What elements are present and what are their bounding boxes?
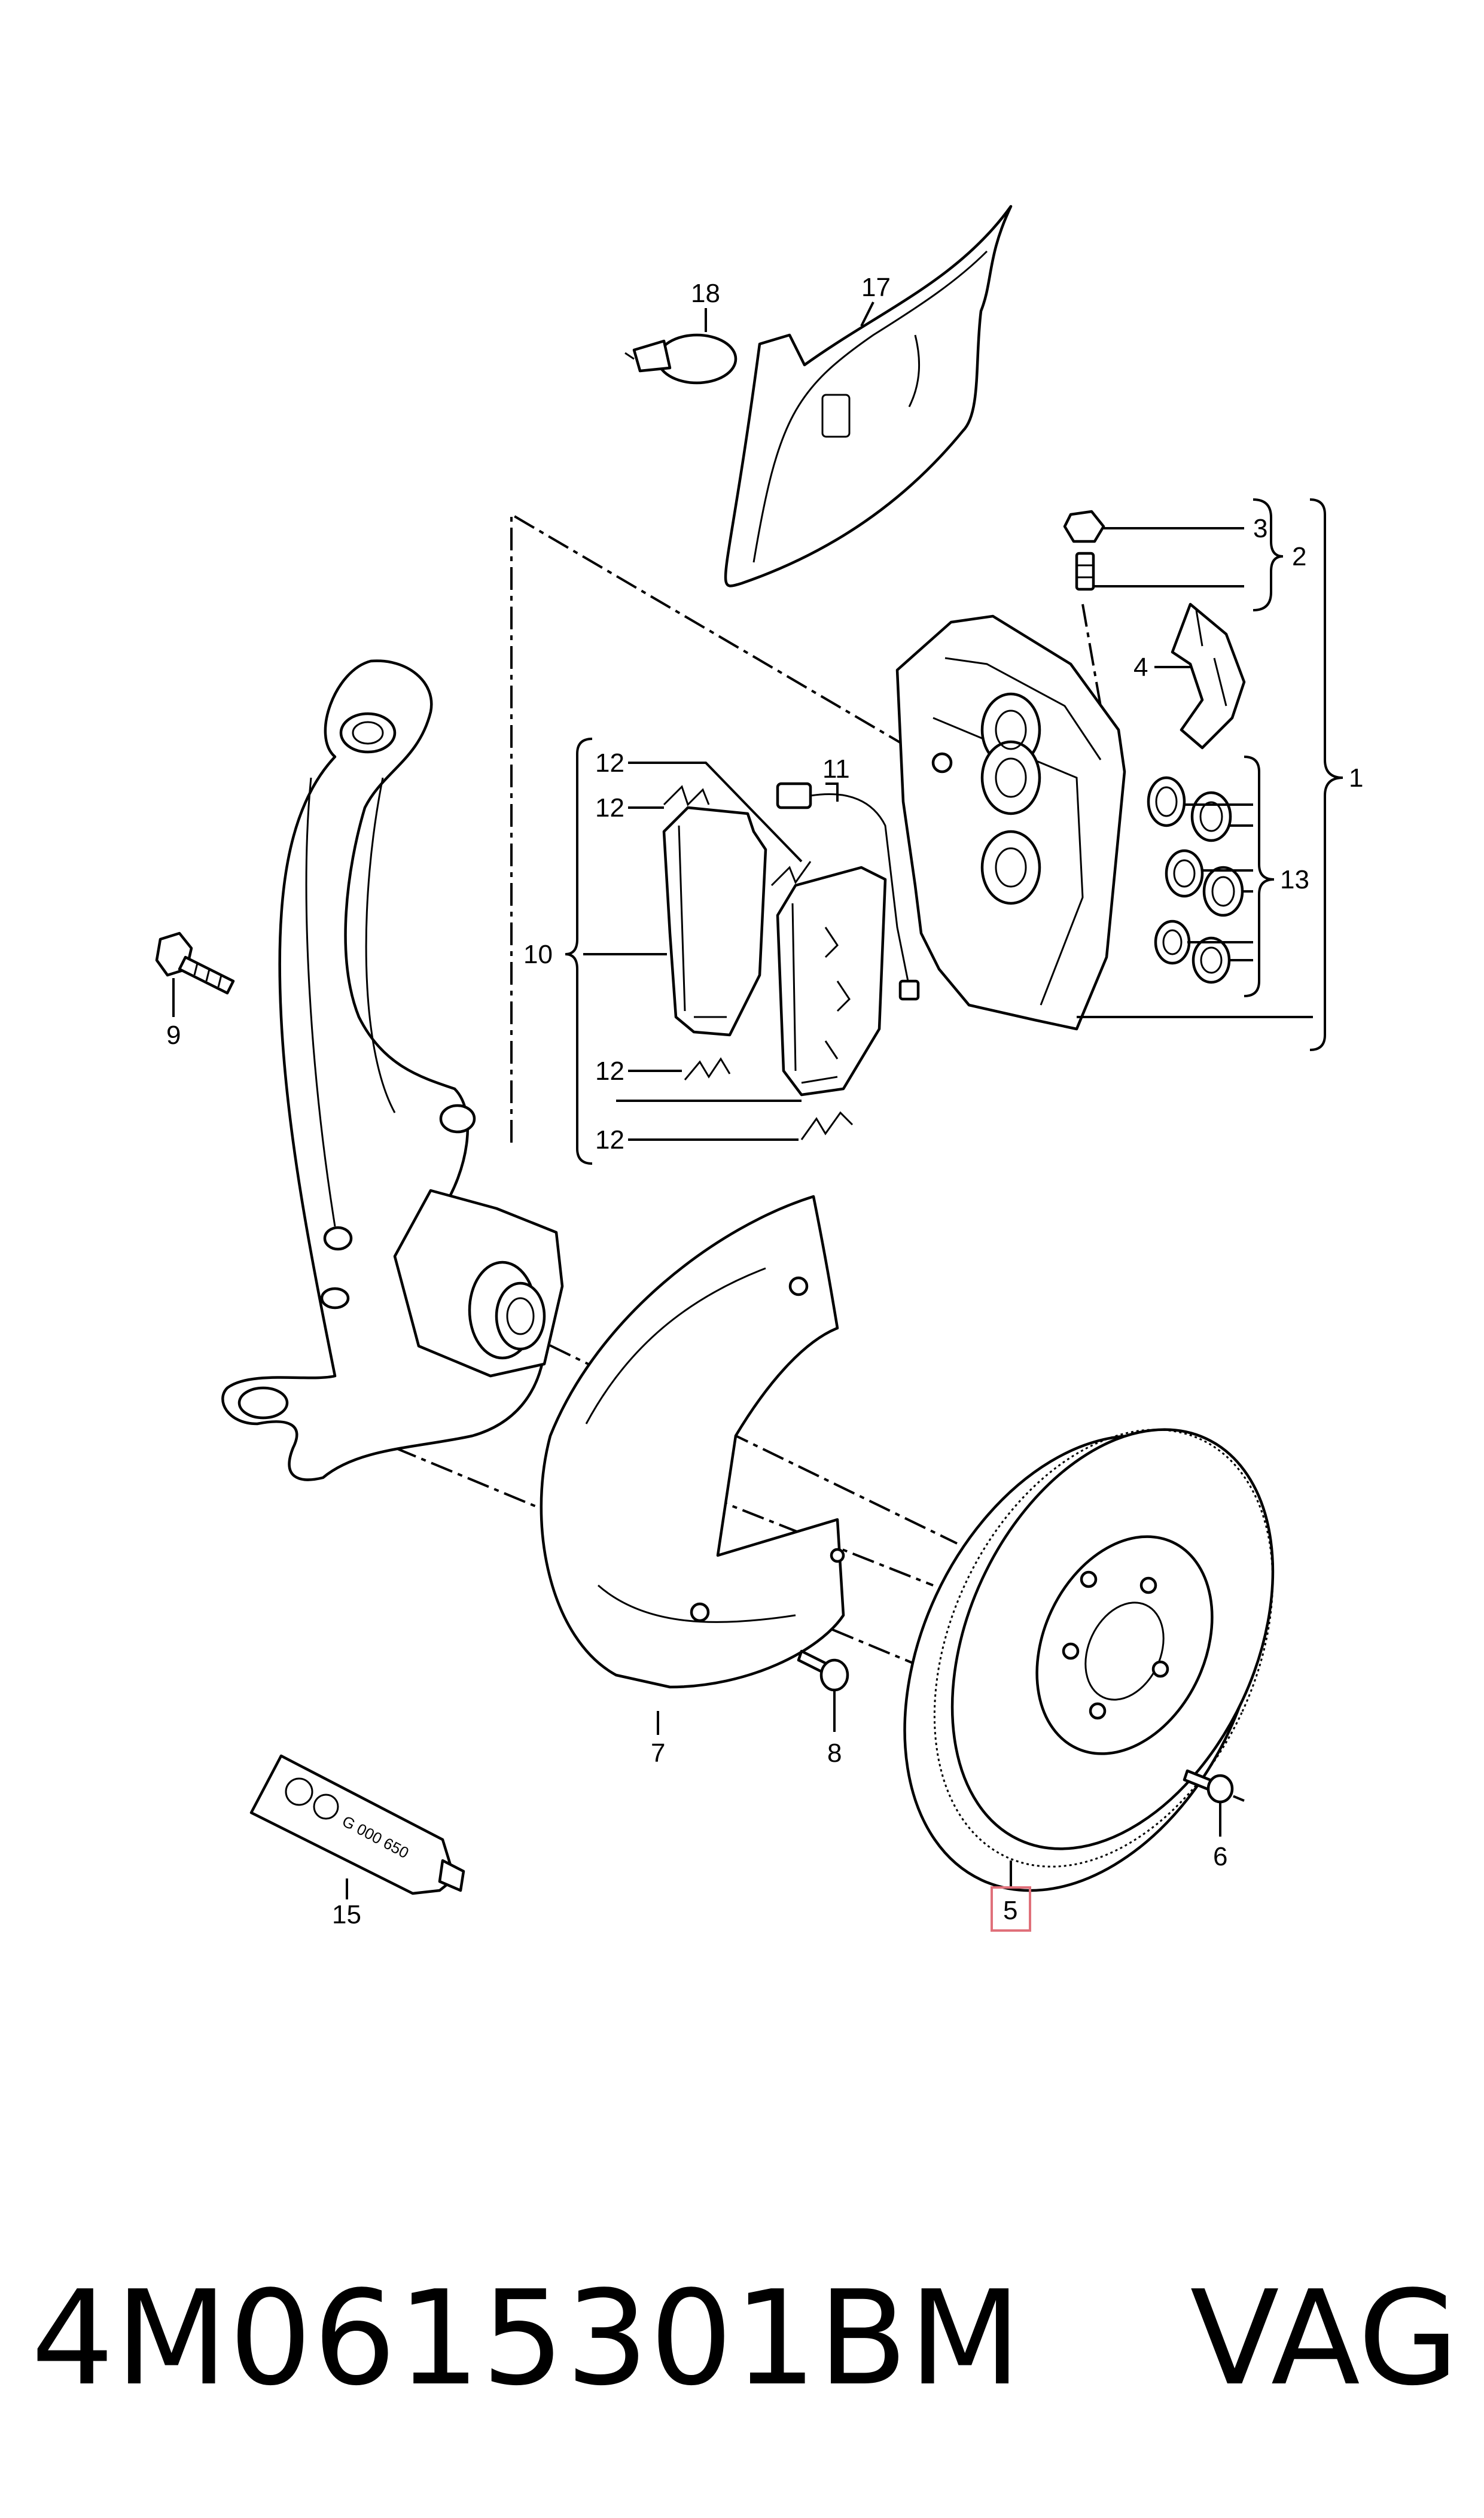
- brake-pad-outer: [662, 806, 767, 1037]
- callout-13: 13: [1280, 865, 1309, 894]
- callout-18: 18: [691, 279, 720, 308]
- callout-11: 11: [822, 754, 850, 784]
- shield-screw: [797, 1649, 849, 1692]
- callout-12-c: 12: [595, 1056, 624, 1086]
- knuckle-bolt: [155, 931, 235, 995]
- grease-tube: G 000 650: [249, 1754, 465, 1895]
- callout-4: 4: [1133, 653, 1148, 682]
- callout-12-a: 12: [595, 748, 624, 778]
- callout-12-d: 12: [595, 1125, 624, 1155]
- callout-17: 17: [861, 273, 891, 302]
- brake-pad-inner: [776, 866, 887, 1097]
- wear-sensor: [776, 782, 920, 1001]
- splash-shield: [540, 1195, 845, 1689]
- brake-caliper: [895, 614, 1126, 1031]
- heat-shield: [724, 205, 1013, 587]
- spring-clips: [663, 785, 854, 1140]
- brand-name: VAG: [1190, 2263, 1459, 2415]
- brake-disc: [903, 1428, 1275, 1892]
- part-number: 4M0615301BM: [31, 2263, 1023, 2415]
- seal-kit: [1147, 776, 1244, 984]
- callout-9: 9: [166, 1021, 181, 1050]
- callout-2: 2: [1292, 542, 1306, 571]
- footer: 4M0615301BM VAG: [0, 2261, 1484, 2417]
- disc-screw: [1183, 1769, 1234, 1804]
- callout-labels: 18 17 3 2 4 1 11 12 12 13 10 9 12 12 7 8…: [166, 273, 1363, 1932]
- callout-3: 3: [1253, 514, 1267, 543]
- leader-lines: [172, 302, 1343, 1899]
- caliper-bolt: [1063, 510, 1105, 591]
- callout-6: 6: [1213, 1842, 1227, 1871]
- retaining-spring: [1171, 602, 1246, 750]
- cable-tie: [624, 333, 738, 385]
- callout-5: 5: [1003, 1896, 1017, 1925]
- callout-10: 10: [523, 940, 553, 969]
- wheel-hub: [393, 1189, 564, 1378]
- callout-8: 8: [827, 1738, 842, 1768]
- callout-5-highlight-box: [991, 1886, 1031, 1932]
- callout-1: 1: [1349, 763, 1363, 793]
- callout-15: 15: [332, 1900, 361, 1929]
- exploded-parts-diagram: G 000 650: [155, 205, 1363, 1932]
- callout-12-b: 12: [595, 793, 624, 823]
- callout-7: 7: [651, 1738, 665, 1768]
